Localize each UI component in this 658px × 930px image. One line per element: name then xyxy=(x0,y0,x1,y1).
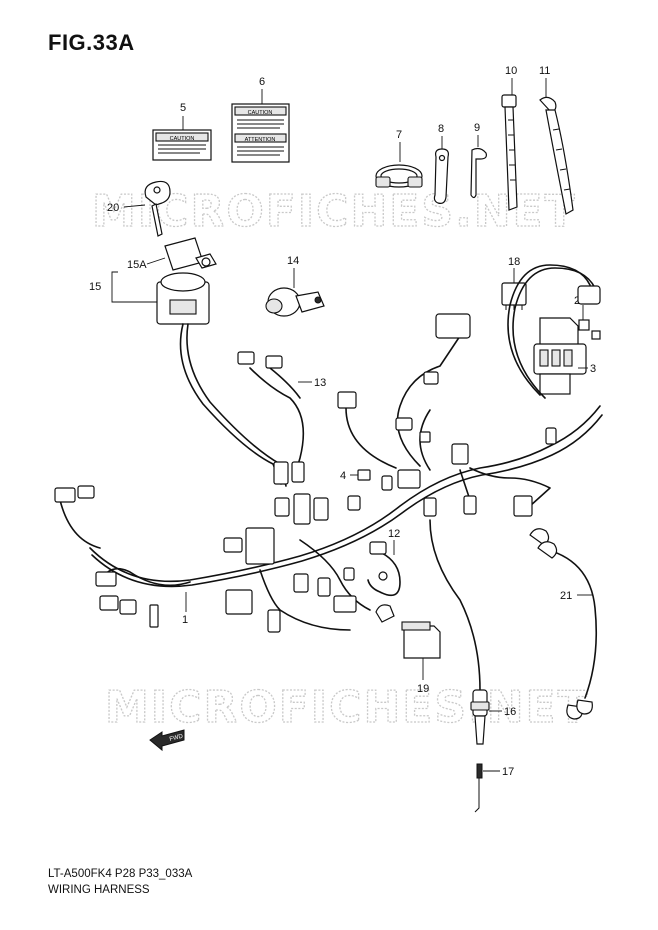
label-9: 9 xyxy=(474,122,480,134)
leader-20 xyxy=(123,204,146,208)
label-15A: 15A xyxy=(127,259,147,271)
part-8-clamp[interactable] xyxy=(433,148,449,204)
caution-text: CAUTION xyxy=(170,136,195,142)
fwd-arrow-icon: FWD xyxy=(149,729,185,752)
part-15-ignition-switch[interactable] xyxy=(156,237,217,325)
part-12-ground-lead[interactable] xyxy=(369,541,388,581)
label-1: 1 xyxy=(182,614,188,626)
label-14: 14 xyxy=(287,255,299,267)
part-3-fuse-box[interactable] xyxy=(533,317,587,395)
fwd-text: FWD xyxy=(169,733,184,743)
label-21: 21 xyxy=(560,590,572,602)
label-15: 15 xyxy=(89,281,101,293)
part-5-caution-label[interactable]: CAUTION xyxy=(152,129,212,161)
figure-title: FIG.33A xyxy=(48,30,135,55)
part-9-clamp[interactable] xyxy=(470,147,487,199)
part-7-clamp[interactable] xyxy=(375,164,423,188)
label-17: 17 xyxy=(502,766,514,778)
harness-connectors-center[interactable] xyxy=(274,391,421,613)
part-16-sensor[interactable] xyxy=(470,689,490,745)
harness-connectors-upper[interactable] xyxy=(395,285,601,517)
wiring-harness-wires xyxy=(59,264,603,699)
bracket-15 xyxy=(111,271,118,303)
part-13-connectors[interactable] xyxy=(237,351,305,485)
part-2-fuse[interactable] xyxy=(578,319,601,340)
part-17-clip[interactable] xyxy=(474,763,483,813)
label-8: 8 xyxy=(438,123,444,135)
label-19: 19 xyxy=(417,683,429,695)
caution-text-2: CAUTION xyxy=(248,110,273,116)
harness-connectors-left[interactable] xyxy=(54,485,281,633)
part-10-cable-tie[interactable] xyxy=(501,94,518,211)
label-4: 4 xyxy=(340,470,346,482)
label-10: 10 xyxy=(505,65,517,77)
label-6: 6 xyxy=(259,76,265,88)
attention-text: ATTENTION xyxy=(245,137,276,143)
part-11-cable-tie[interactable] xyxy=(539,96,574,215)
label-2: 2 xyxy=(574,295,580,307)
label-12: 12 xyxy=(388,528,400,540)
part-20-key[interactable] xyxy=(144,180,171,237)
part-19-control-unit[interactable] xyxy=(375,604,441,659)
watermark-top: MICROFICHES.NET xyxy=(92,186,577,237)
label-5: 5 xyxy=(180,102,186,114)
label-3: 3 xyxy=(590,363,596,375)
label-7: 7 xyxy=(396,129,402,141)
label-13: 13 xyxy=(314,377,326,389)
label-11: 11 xyxy=(539,65,550,77)
leader-15A xyxy=(146,257,166,265)
label-20: 20 xyxy=(107,202,119,214)
figure-caption: WIRING HARNESS xyxy=(48,884,150,896)
part-4-connector[interactable] xyxy=(357,469,371,481)
label-16: 16 xyxy=(504,706,516,718)
label-18: 18 xyxy=(508,256,520,268)
part-21-lead-wire[interactable] xyxy=(529,528,593,720)
watermark-bottom: MICROFICHES.NET xyxy=(105,682,590,733)
part-14-sensor[interactable] xyxy=(265,287,325,317)
model-line: LT-A500FK4 P28 P33_033A xyxy=(48,868,193,880)
part-6-caution-attention-label[interactable]: CAUTION ATTENTION xyxy=(231,103,290,163)
